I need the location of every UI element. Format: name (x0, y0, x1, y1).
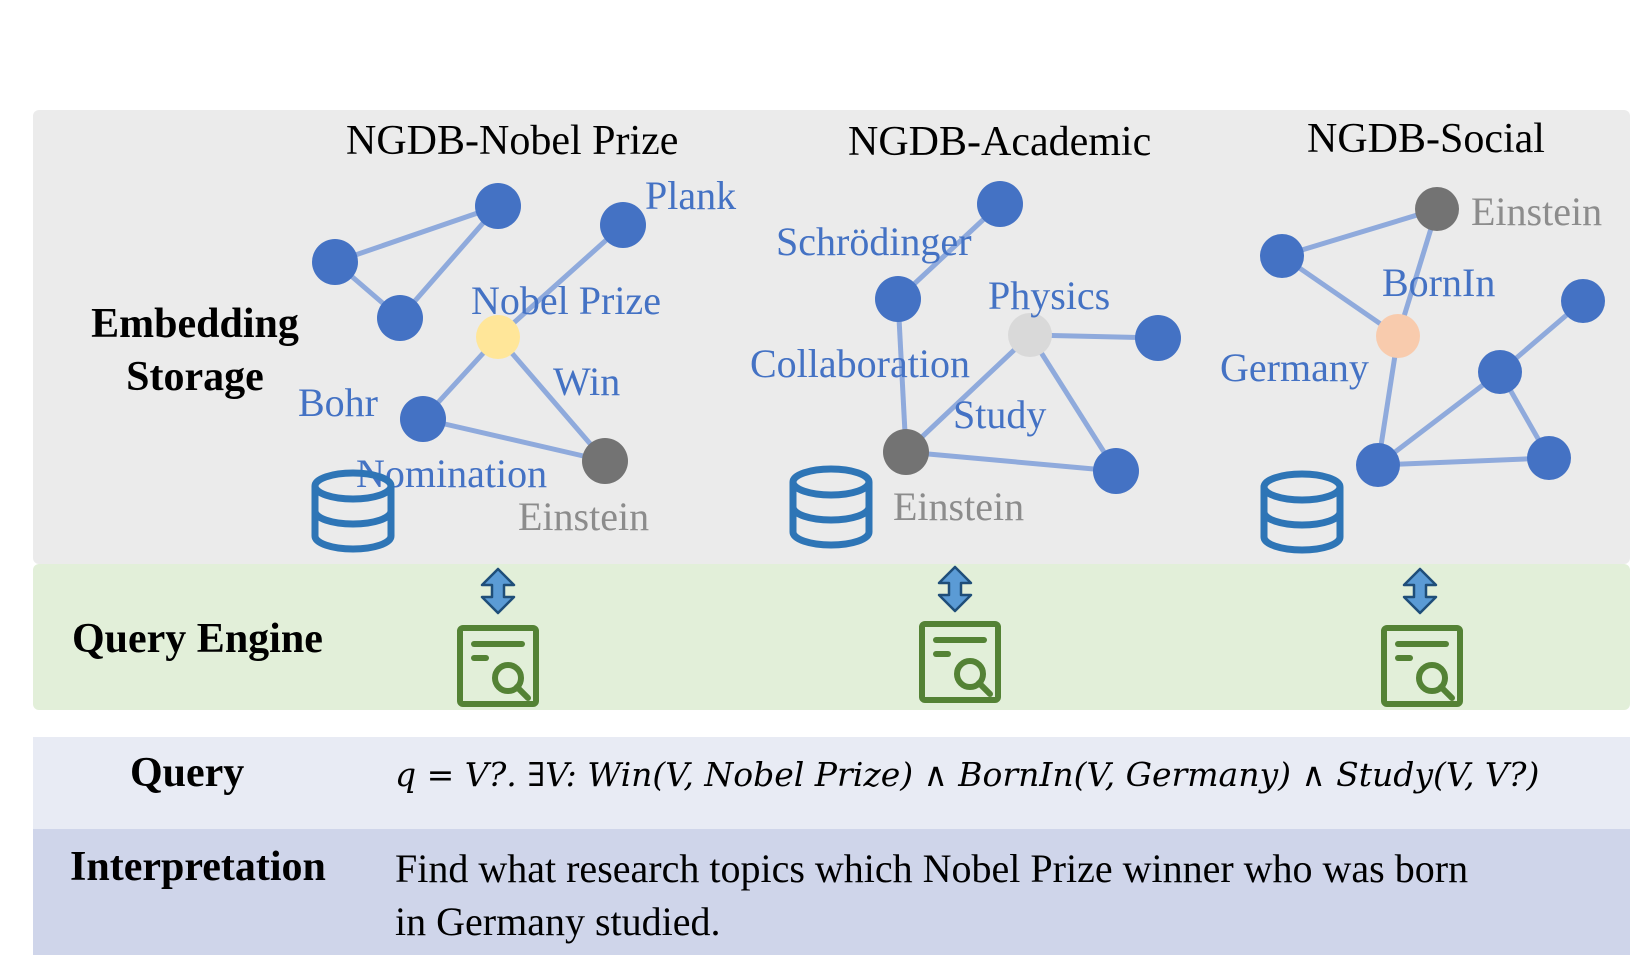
label-bohr: Bohr (298, 380, 378, 425)
label-einstein: Einstein (893, 484, 1024, 529)
query-search-icon (1381, 625, 1463, 707)
einstein-node (1415, 187, 1459, 231)
label-physics: Physics (988, 273, 1110, 318)
graph-node (875, 276, 921, 322)
graph-node (1478, 350, 1522, 394)
label-nobel-prize: Nobel Prize (471, 278, 661, 323)
db-title-social: NGDB-Social (1307, 116, 1545, 162)
graph-node (475, 183, 521, 229)
graph-node (1260, 234, 1304, 278)
query-search-icon (457, 625, 539, 707)
query-search-icon (919, 621, 1001, 703)
graph-node (1561, 279, 1605, 323)
embedding-storage-label: Embedding Storage (91, 301, 299, 400)
interpretation-line-1: Find what research topics which Nobel Pr… (395, 846, 1469, 891)
label-schrodinger: Schrödinger (776, 219, 972, 264)
label-plank: Plank (645, 173, 736, 218)
graph-node (377, 295, 423, 341)
graph-node (1093, 448, 1139, 494)
database-icon (1260, 470, 1344, 554)
label-study: Study (953, 392, 1046, 437)
graph-node (600, 202, 646, 248)
label-nomination: Nomination (356, 451, 547, 496)
query-label: Query (130, 750, 245, 796)
einstein-node (582, 438, 628, 484)
nobel-prize-node (476, 315, 520, 359)
embedding-storage-panel (33, 110, 1630, 564)
graph-node (1356, 443, 1400, 487)
social-graph: Einstein BornIn Germany (1220, 187, 1605, 487)
query-engine-label: Query Engine (72, 616, 323, 662)
database-icon (311, 469, 395, 553)
query-formula: q = V?. ∃V: Win(V, Nobel Prize) ∧ BornIn… (395, 755, 1540, 794)
db-title-academic: NGDB-Academic (848, 119, 1152, 165)
graph-node (1527, 436, 1571, 480)
double-arrow-icon (480, 567, 516, 615)
physics-node (1008, 313, 1052, 357)
double-arrow-icon (1402, 567, 1438, 615)
interpretation-line-2: in Germany studied. (395, 899, 721, 944)
academic-graph: Schrödinger Physics Collaboration Study … (750, 181, 1181, 529)
interpretation-row (33, 829, 1630, 955)
double-arrow-icon (937, 565, 973, 613)
query-engine-panel (33, 564, 1630, 710)
bohr-node (400, 396, 446, 442)
label-germany: Germany (1220, 345, 1369, 390)
label-collaboration: Collaboration (750, 341, 970, 386)
nobel-prize-graph: Plank Nobel Prize Win Bohr Nomination Ei… (298, 173, 736, 539)
db-title-nobel-prize: NGDB-Nobel Prize (346, 118, 679, 164)
graph-node (1135, 315, 1181, 361)
query-row (33, 737, 1630, 829)
einstein-node (883, 429, 929, 475)
database-icon (789, 465, 873, 549)
label-win: Win (553, 359, 620, 404)
label-einstein: Einstein (518, 494, 649, 539)
graph-node (312, 239, 358, 285)
label-bornin: BornIn (1382, 260, 1495, 305)
interpretation-label: Interpretation (70, 844, 326, 890)
graph-node (977, 181, 1023, 227)
germany-node (1376, 314, 1420, 358)
label-einstein: Einstein (1471, 189, 1602, 234)
